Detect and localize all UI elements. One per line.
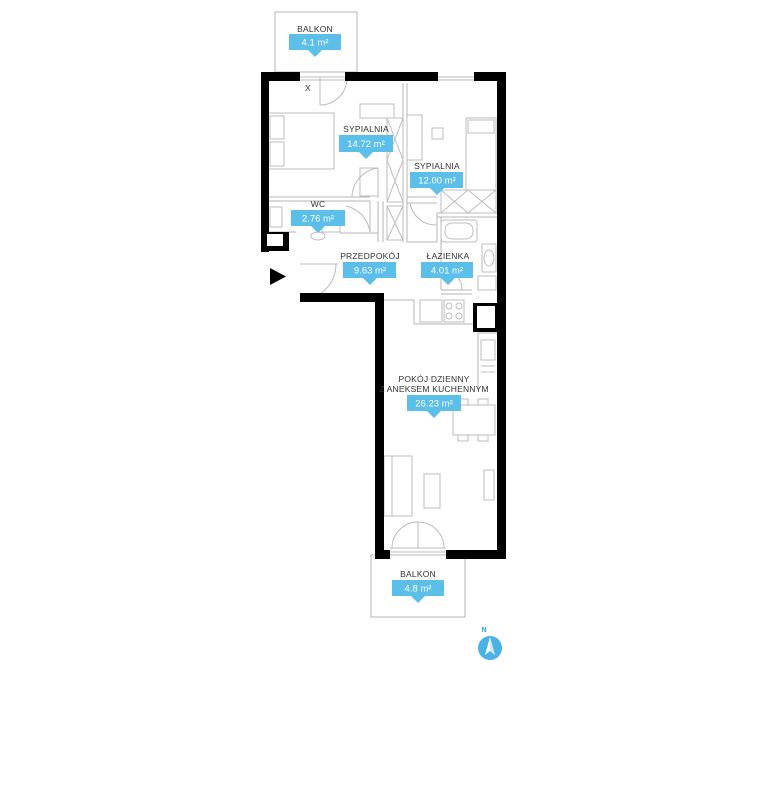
living-area: 26.23 m²	[415, 399, 453, 410]
living-name-line1: POKÓJ DZIENNY	[398, 374, 469, 384]
exterior-walls	[261, 72, 506, 559]
balcony-top-badge-pointer	[308, 50, 322, 57]
balcony-bottom-outline	[370, 554, 466, 618]
entrance-arrow-icon	[270, 268, 286, 285]
hall-area: 9.63 m²	[354, 266, 386, 277]
living-name-line2: Z ANEKSEM KUCHENNYM	[379, 384, 489, 394]
bathroom-area: 4.01 m²	[431, 266, 463, 277]
compass-icon	[478, 636, 502, 660]
bedroom1-badge-pointer	[359, 152, 373, 159]
wc-badge-pointer	[311, 226, 325, 233]
balcony-top-area-badge	[289, 34, 341, 50]
bedroom2-name: SYPIALNIA	[414, 161, 460, 171]
balcony-top-area: 4.1 m²	[302, 38, 329, 49]
wc-shaft	[267, 234, 283, 246]
wc-name: WC	[311, 199, 326, 209]
bedroom1-area: 14.72 m²	[347, 139, 385, 150]
kitchen-shaft-inner	[477, 306, 495, 328]
bathroom-name: ŁAZIENKA	[427, 251, 470, 261]
bedroom2-area-badge	[410, 172, 463, 188]
wc-area-badge	[291, 210, 345, 226]
hall-area-badge	[343, 262, 396, 278]
balcony-top-name: BALKON	[297, 24, 333, 34]
hall-name: PRZEDPOKÓJ	[340, 251, 400, 261]
compass-label: N	[481, 627, 486, 634]
bedroom1-area-badge	[339, 135, 393, 152]
doors-windows	[299, 76, 474, 553]
balcony-bottom-area: 4.8 m²	[405, 584, 432, 595]
bedroom2-area: 12.00 m²	[418, 176, 456, 187]
balcony-bottom-name: BALKON	[400, 569, 436, 579]
hall-badge-pointer	[363, 278, 377, 285]
window-mark: X	[305, 83, 311, 93]
bedroom1-name: SYPIALNIA	[343, 124, 389, 134]
bedroom2-badge-pointer	[430, 188, 444, 195]
wc-area: 2.76 m²	[302, 214, 334, 225]
balcony-bottom-badge-pointer	[411, 596, 425, 603]
living-badge-pointer	[427, 411, 441, 418]
balcony-top-outline	[274, 11, 358, 73]
furniture	[267, 103, 497, 517]
living-area-badge	[407, 395, 461, 411]
bathroom-badge-pointer	[441, 278, 455, 285]
balcony-bottom-area-badge	[392, 580, 444, 596]
bathroom-area-badge	[421, 262, 473, 278]
